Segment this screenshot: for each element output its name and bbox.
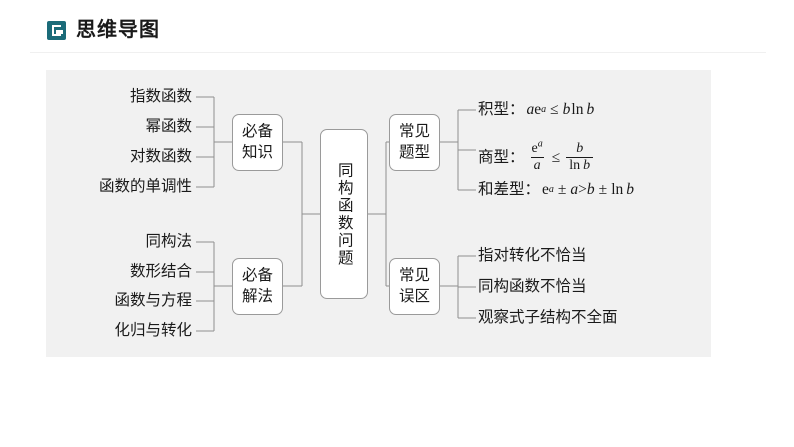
branch-node-label-line1: 常见 <box>398 266 430 284</box>
leaf-item: 化归与转化 <box>114 322 192 339</box>
formula-sumdiff-ln: ln <box>611 181 624 198</box>
branch-node-label-line1: 必备 <box>241 122 273 140</box>
formula-product-ln: ln <box>571 101 584 118</box>
formula-product-e: e <box>534 101 542 118</box>
branch-node-changjian-wuqu[interactable]: 常见 误区 <box>389 258 440 315</box>
leaf-item: 函数与方程 <box>114 292 192 309</box>
leaf-item: 幂函数 <box>145 118 192 135</box>
formula-sumdiff-gt: > <box>578 181 587 198</box>
leaf-item: 函数的单调性 <box>98 178 192 195</box>
formula-quotient-b2: b <box>583 158 591 173</box>
branch-node-label-line2: 误区 <box>398 287 430 305</box>
formula-quotient-le: ≤ <box>551 148 561 166</box>
formula-product-a1: a <box>526 101 535 118</box>
frac-denominator: a <box>530 157 544 173</box>
formula-quotient-ln: ln <box>569 158 581 173</box>
frac-numerator: b <box>576 141 584 156</box>
frac-numerator: ea <box>529 139 546 157</box>
leaf-item: 对数函数 <box>129 148 192 165</box>
formula-sumdiff-e: e <box>542 181 549 198</box>
formula-sumdiff-pm1: ± <box>557 181 567 198</box>
branch-node-label-line1: 常见 <box>398 122 430 140</box>
formula-product-b2: b <box>586 101 595 118</box>
leaf-item: 数形结合 <box>129 263 192 280</box>
icon-glyph <box>52 25 63 36</box>
center-node[interactable]: 同构函数问题 <box>320 129 368 299</box>
formula-quotient-exp: a <box>537 138 543 150</box>
formula-quotient-frac-left: ea a <box>529 139 546 173</box>
formula-sumdiff-label: 和差型： <box>478 181 541 198</box>
leaf-item: 指对转化不恰当 <box>478 247 587 264</box>
center-node-label: 同构函数问题 <box>335 161 353 267</box>
branch-node-changjian-tixing[interactable]: 常见 题型 <box>389 114 440 171</box>
leaf-item: 同构函数不恰当 <box>478 278 587 295</box>
formula-quotient-label: 商型： <box>478 148 525 166</box>
formula-sumdiff-b2: b <box>626 181 634 198</box>
formula-sumdiff-b1: b <box>586 181 595 198</box>
page-header: 思维导图 <box>0 0 794 56</box>
page-title: 思维导图 <box>76 19 160 41</box>
formula-sumdiff-pm2: ± <box>598 181 608 198</box>
branch-node-label-line2: 解法 <box>241 287 273 305</box>
branch-node-label-line2: 知识 <box>241 143 273 161</box>
header-divider <box>30 52 766 53</box>
leaf-item: 观察式子结构不全面 <box>478 309 618 326</box>
bookmark-square-icon <box>47 21 66 40</box>
leaf-item: 指数函数 <box>129 88 192 105</box>
branch-node-label-line2: 题型 <box>398 143 430 161</box>
formula-quotient-e: e <box>531 141 538 156</box>
leaf-item: 同构法 <box>145 233 192 250</box>
formula-product-label: 积型： <box>478 101 525 118</box>
branch-node-bibei-jiefa[interactable]: 必备 解法 <box>232 258 283 315</box>
formula-product-le: ≤ <box>550 101 559 118</box>
branch-node-label-line1: 必备 <box>241 266 273 284</box>
formula-product-b1: b <box>562 101 571 118</box>
branch-node-bibei-zhishi[interactable]: 必备 知识 <box>232 114 283 171</box>
formula-sumdiff-a: a <box>570 181 579 198</box>
